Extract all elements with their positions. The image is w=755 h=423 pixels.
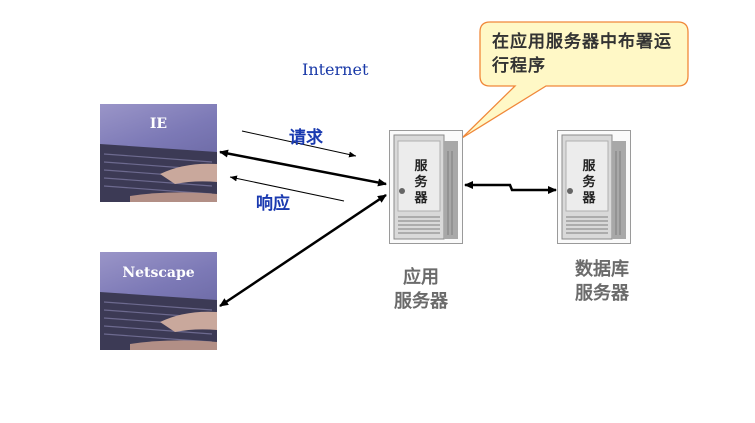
- netscape-label: Netscape: [122, 265, 195, 281]
- internet-title: Internet: [302, 60, 369, 79]
- server-tower-icon: [393, 134, 458, 240]
- db-server-caption: 数据库 服务器: [575, 259, 629, 304]
- response-label: 响应: [256, 194, 290, 214]
- db-server-tag: 服 务 器: [582, 159, 596, 206]
- app-server-image: 服 务 器: [389, 130, 463, 244]
- request-label: 请求: [289, 128, 323, 148]
- callout-text: 在应用服务器中布署运行程序: [492, 32, 672, 76]
- netscape-server-link: [219, 193, 387, 308]
- server-db-link: [464, 181, 557, 194]
- app-server-caption: 应用 服务器: [394, 267, 448, 312]
- laptop-keyboard-icon: [100, 144, 217, 202]
- ie-server-link: [219, 149, 387, 187]
- db-server-image: 服 务 器: [557, 130, 631, 244]
- callout-bubble: [461, 21, 689, 139]
- app-server-tag: 服 务 器: [414, 159, 428, 206]
- server-tower-icon: [561, 134, 626, 240]
- ie-label: IE: [149, 116, 168, 132]
- ie-client-image: IE: [100, 104, 217, 202]
- laptop-keyboard-icon: [100, 292, 217, 350]
- netscape-client-image: Netscape: [100, 252, 217, 350]
